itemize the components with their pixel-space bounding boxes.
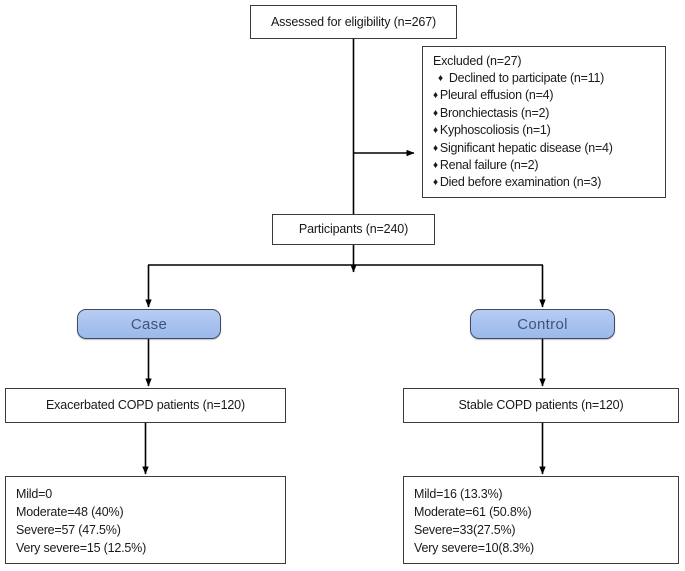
bullet-icon: ♦: [433, 177, 438, 189]
bullet-icon: ♦: [433, 142, 438, 154]
node-control-description-label: Stable COPD patients (n=120): [458, 398, 624, 413]
node-assessed-for-eligibility: Assessed for eligibility (n=267): [250, 5, 457, 39]
node-case-description: Exacerbated COPD patients (n=120): [5, 388, 286, 423]
node-case-group: Case: [77, 309, 221, 339]
outcome-line: Very severe=10(8.3%): [414, 541, 535, 555]
node-assessed-label: Assessed for eligibility (n=267): [270, 14, 437, 29]
node-control-outcome: Mild=16 (13.3%) Moderate=61 (50.8%) Seve…: [403, 476, 679, 564]
node-case-group-label: Case: [130, 315, 168, 333]
node-control-group-label: Control: [517, 315, 568, 333]
list-item-label: Died before examination (n=3): [439, 175, 602, 190]
node-participants-label: Participants (n=240): [298, 222, 409, 237]
list-item-label: Kyphoscoliosis (n=1): [439, 123, 551, 138]
list-item: ♦ Renal failure (n=2): [433, 157, 657, 174]
node-participants: Participants (n=240): [272, 214, 435, 245]
bullet-icon: ♦: [433, 125, 438, 137]
outcome-line: Mild=0: [16, 487, 52, 501]
node-case-outcome: Mild=0 Moderate=48 (40%) Severe=57 (47.5…: [5, 476, 286, 564]
bullet-icon: ♦: [433, 90, 438, 102]
list-item-label: Pleural effusion (n=4): [439, 88, 554, 103]
node-case-description-label: Exacerbated COPD patients (n=120): [46, 398, 245, 413]
list-item: ♦ Declined to participate (n=11): [433, 70, 657, 87]
outcome-line: Severe=57 (47.5%): [16, 523, 121, 537]
list-item: ♦ Pleural effusion (n=4): [433, 87, 657, 104]
node-excluded: Excluded (n=27) ♦ Declined to participat…: [422, 46, 666, 198]
outcome-line: Moderate=61 (50.8%): [414, 505, 532, 519]
bullet-icon: ♦: [433, 159, 438, 171]
list-item-label: Bronchiectasis (n=2): [439, 105, 550, 120]
list-item: ♦ Kyphoscoliosis (n=1): [433, 122, 657, 139]
list-item: ♦ Significant hepatic disease (n=4): [433, 140, 657, 157]
node-excluded-title: Excluded (n=27): [433, 54, 522, 68]
list-item-label: Declined to participate (n=11): [448, 71, 605, 85]
bullet-icon: ♦: [433, 107, 438, 119]
node-control-description: Stable COPD patients (n=120): [403, 388, 679, 423]
bullet-icon: ♦: [438, 73, 443, 84]
outcome-line: Severe=33(27.5%): [414, 523, 516, 537]
list-item: ♦ Died before examination (n=3): [433, 174, 657, 191]
outcome-line: Very severe=15 (12.5%): [16, 541, 147, 555]
outcome-line: Mild=16 (13.3%): [414, 487, 503, 501]
list-item-label: Renal failure (n=2): [439, 157, 539, 172]
node-control-group: Control: [470, 309, 615, 339]
list-item-label: Significant hepatic disease (n=4): [439, 140, 613, 155]
list-item: ♦ Bronchiectasis (n=2): [433, 105, 657, 122]
outcome-line: Moderate=48 (40%): [16, 505, 124, 519]
excluded-reason-list: ♦ Declined to participate (n=11) ♦ Pleur…: [433, 70, 657, 192]
